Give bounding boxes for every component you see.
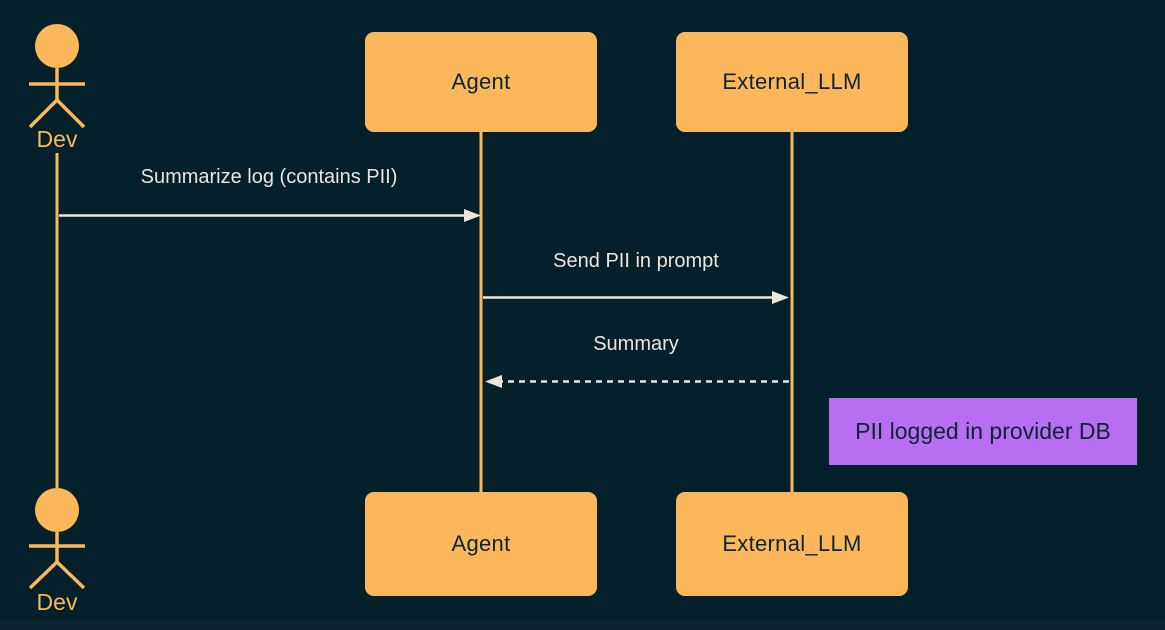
participant-label-external-llm-bottom: External_LLM (722, 531, 862, 556)
message-arrow-summarize-log (59, 209, 481, 222)
dev-actor-figure-bottom (28, 488, 86, 590)
participant-box-external-llm-bottom: External_LLM (676, 492, 908, 596)
message-arrow-send-pii (483, 291, 789, 304)
message-label-summary: Summary (593, 333, 679, 355)
message-arrow-summary-reply (485, 375, 789, 388)
actor-label-dev-bottom: Dev (36, 589, 78, 615)
actor-label-dev-top: Dev (36, 126, 78, 152)
note-box-pii-logged: PII logged in provider DB (829, 398, 1137, 465)
message-label-send-pii: Send PII in prompt (553, 250, 719, 272)
dev-actor-figure-top (28, 24, 86, 129)
bottom-edge-band (0, 621, 1165, 630)
message-label-summarize-log: Summarize log (contains PII) (140, 166, 398, 188)
note-text: PII logged in provider DB (855, 418, 1111, 444)
participant-label-agent-top: Agent (451, 69, 511, 94)
participant-box-agent-bottom: Agent (365, 492, 597, 596)
participant-box-agent-top: Agent (365, 32, 597, 132)
participant-label-agent-bottom: Agent (451, 531, 511, 556)
participant-box-external-llm-top: External_LLM (676, 32, 908, 132)
participant-label-external-llm-top: External_LLM (722, 69, 862, 94)
